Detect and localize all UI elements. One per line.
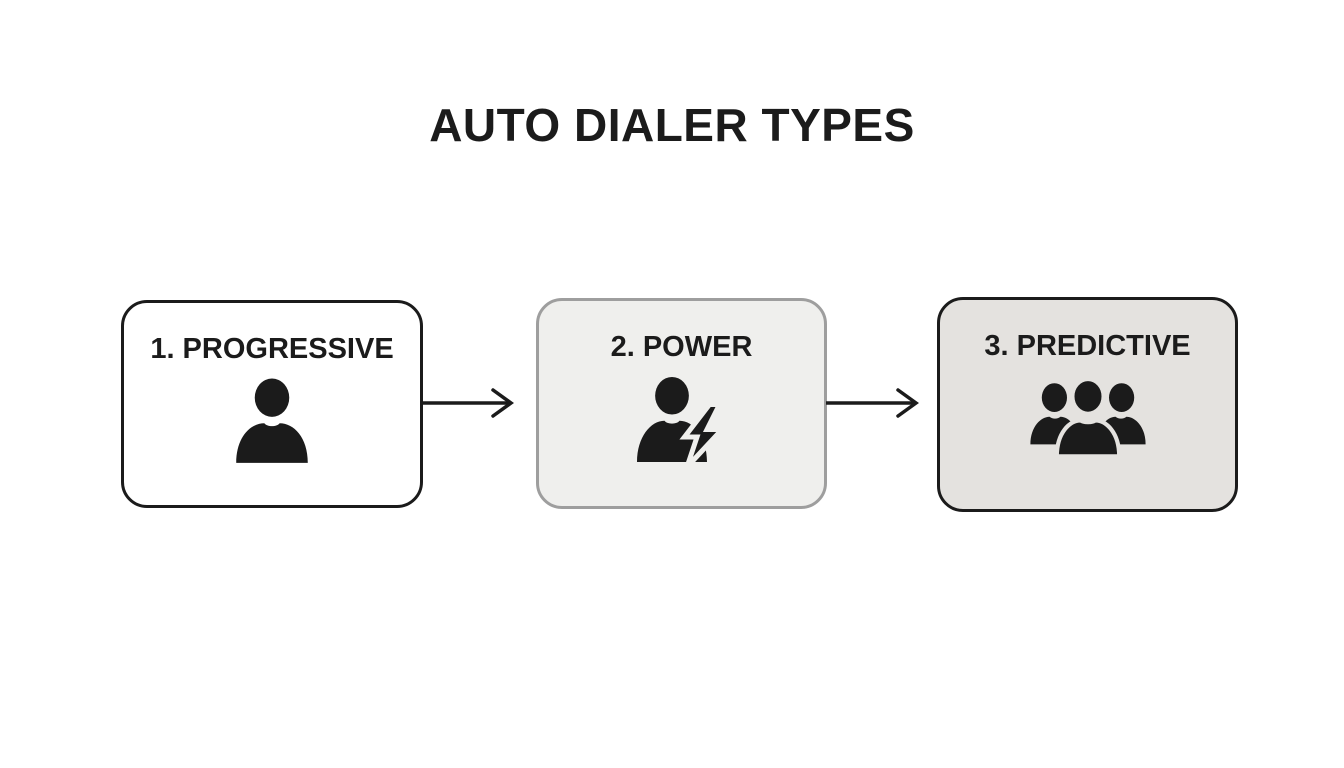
- flow-box-predictive: 3. PREDICTIVE: [937, 297, 1238, 512]
- person-lightning-icon: [632, 374, 732, 475]
- flow-arrow-2: [826, 388, 919, 418]
- single-person-icon: [231, 376, 313, 473]
- flow-box-label: 1. PROGRESSIVE: [150, 333, 394, 365]
- page-title: AUTO DIALER TYPES: [429, 99, 915, 151]
- flow-box-power: 2. POWER: [536, 298, 827, 509]
- people-group-icon: [1028, 373, 1148, 468]
- flow-arrow-1: [421, 388, 514, 418]
- flow-box-label: 3. PREDICTIVE: [984, 330, 1191, 362]
- flow-box-progressive: 1. PROGRESSIVE: [121, 300, 423, 508]
- flow-box-label: 2. POWER: [610, 331, 753, 363]
